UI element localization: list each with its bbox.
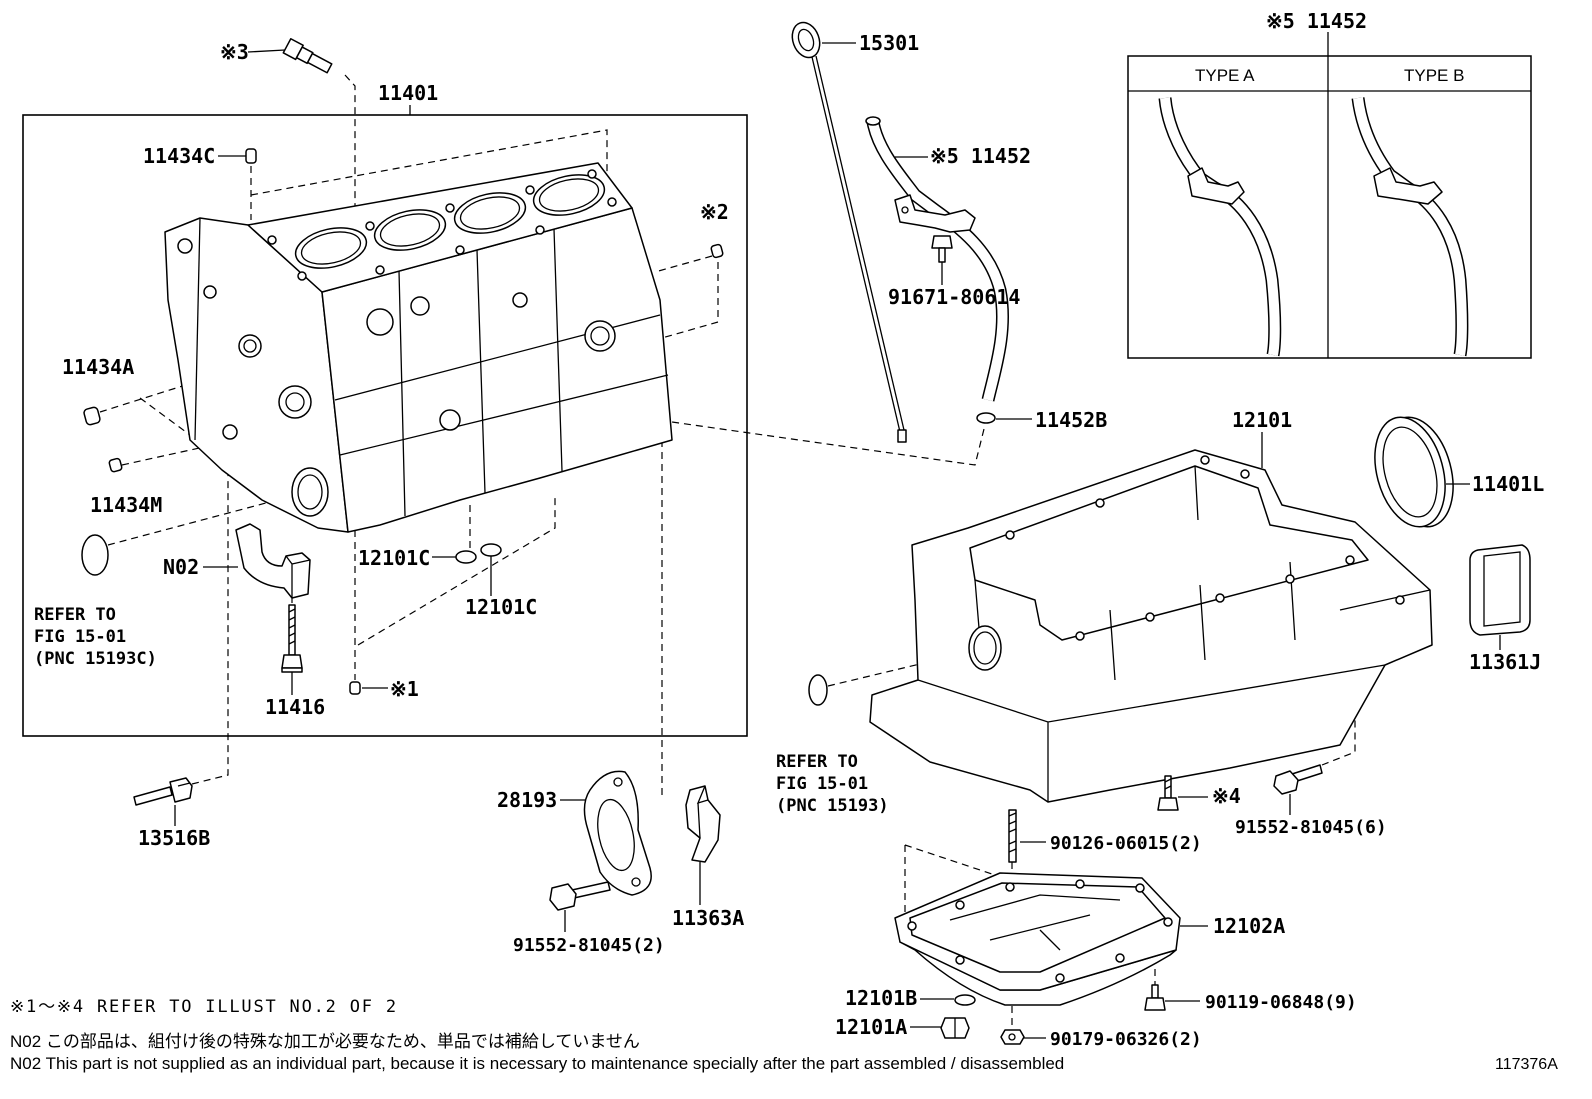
note-reference: ※1～※4 REFER TO ILLUST NO.2 OF 2 (10, 997, 398, 1017)
gasket-28193 (583, 770, 652, 896)
oil-seal-11401l (1374, 416, 1454, 528)
plug-12101a (940, 1017, 970, 1039)
callout-12101b[interactable]: 12101B (845, 986, 917, 1010)
callout-91552-81045-2[interactable]: 91552-81045(2) (513, 935, 665, 956)
callout-11434c[interactable]: 11434C (143, 144, 215, 168)
callout-15301[interactable]: 15301 (859, 31, 919, 55)
stud-90126-06015 (1008, 809, 1017, 863)
tube-type-a (1158, 97, 1282, 357)
callout-11401l[interactable]: 11401L (1472, 472, 1544, 496)
bolt-91552-81045-2 (549, 881, 611, 911)
pin-ref-1 (349, 681, 361, 695)
bearing-cap-n02 (235, 523, 311, 599)
type-a-header: TYPE A (1195, 66, 1255, 85)
oring-12101c-lower (480, 543, 502, 557)
callout-11401[interactable]: 11401 (378, 81, 438, 105)
bolt-11416 (281, 604, 303, 673)
type-box-title[interactable]: ※5 11452 (1266, 9, 1367, 33)
oring-pan-ref (808, 674, 828, 706)
callout-90179-06326[interactable]: 90179-06326(2) (1050, 1029, 1202, 1050)
callout-11416[interactable]: 11416 (265, 695, 325, 719)
gasket-12101b (954, 994, 976, 1006)
refer-pan-line1[interactable]: REFER TO (776, 752, 858, 772)
note-n02-japanese: N02 この部品は、組付け後の特殊な加工が必要なため、単品では補給していません (10, 1032, 640, 1051)
pin-ref-2 (710, 243, 724, 259)
callout-28193[interactable]: 28193 (497, 788, 557, 812)
callout-bolt-ref-4[interactable]: ※4 (1212, 784, 1241, 808)
bracket-11363a (685, 785, 721, 863)
callout-12101c-lower[interactable]: 12101C (465, 595, 537, 619)
callout-11361j[interactable]: 11361J (1469, 650, 1541, 674)
callout-91552-81045-6[interactable]: 91552-81045(6) (1235, 817, 1387, 838)
callout-pin-ref-1[interactable]: ※1 (390, 677, 419, 701)
callout-pin-ref-2[interactable]: ※2 (700, 200, 729, 224)
oring-12101c-upper (455, 550, 477, 564)
pin-11434c (245, 148, 257, 164)
leader-sensor (247, 49, 286, 53)
cylinder-block-drawing (164, 162, 673, 533)
callout-n02[interactable]: N02 (163, 555, 199, 579)
oil-pan-lower-12102a (894, 872, 1181, 1006)
cylinder-bores (294, 174, 606, 269)
cover-11361j (1469, 544, 1531, 636)
callout-11434a[interactable]: 11434A (62, 355, 134, 379)
callout-12102a[interactable]: 12102A (1213, 914, 1285, 938)
bolt-90119-06848 (1144, 984, 1166, 1011)
type-b-header: TYPE B (1404, 66, 1464, 85)
note-n02-english: N02 This part is not supplied as an indi… (10, 1054, 1064, 1073)
nut-90179-06326 (1000, 1029, 1025, 1045)
oil-pan-upper-12101 (869, 449, 1433, 803)
refer-text-line2[interactable]: FIG 15-01 (34, 627, 126, 647)
refer-text-line1[interactable]: REFER TO (34, 605, 116, 625)
oil-pressure-sensor (282, 37, 333, 74)
callout-13516b[interactable]: 13516B (138, 826, 210, 850)
bolt-91671-80614 (931, 235, 953, 263)
callout-12101[interactable]: 12101 (1232, 408, 1292, 432)
refer-pan-line3[interactable]: (PNC 15193) (776, 796, 889, 816)
callout-12101c-upper[interactable]: 12101C (358, 546, 430, 570)
dipstick-15301 (791, 21, 907, 443)
callout-90126-06015[interactable]: 90126-06015(2) (1050, 833, 1202, 854)
bolt-ref-4 (1157, 775, 1179, 811)
figure-id: 117376A (1495, 1056, 1558, 1073)
oring-11452b (976, 412, 996, 424)
callout-sensor-ref[interactable]: ※3 (220, 40, 249, 64)
part-13516b (133, 777, 193, 806)
callout-12101a[interactable]: 12101A (835, 1015, 907, 1039)
oring-block-ref (81, 534, 109, 576)
callout-11434m[interactable]: 11434M (90, 493, 162, 517)
callout-90119-06848[interactable]: 90119-06848(9) (1205, 992, 1357, 1013)
refer-pan-line2[interactable]: FIG 15-01 (776, 774, 868, 794)
callout-11363a[interactable]: 11363A (672, 906, 744, 930)
pin-11434m (108, 457, 123, 473)
callout-guide-tube[interactable]: ※5 11452 (930, 144, 1031, 168)
cylinder-block-frame (22, 114, 748, 737)
tube-type-b (1351, 97, 1469, 357)
bolt-91552-81045-6 (1273, 764, 1323, 795)
refer-text-line3[interactable]: (PNC 15193C) (34, 649, 157, 669)
dipstick-guide-tube (865, 116, 1009, 402)
callout-11452b[interactable]: 11452B (1035, 408, 1107, 432)
deck-bolt-holes (267, 169, 617, 281)
pin-11434a (83, 406, 101, 426)
callout-91671-80614[interactable]: 91671-80614 (888, 285, 1020, 309)
type-variant-box (1127, 32, 1532, 359)
